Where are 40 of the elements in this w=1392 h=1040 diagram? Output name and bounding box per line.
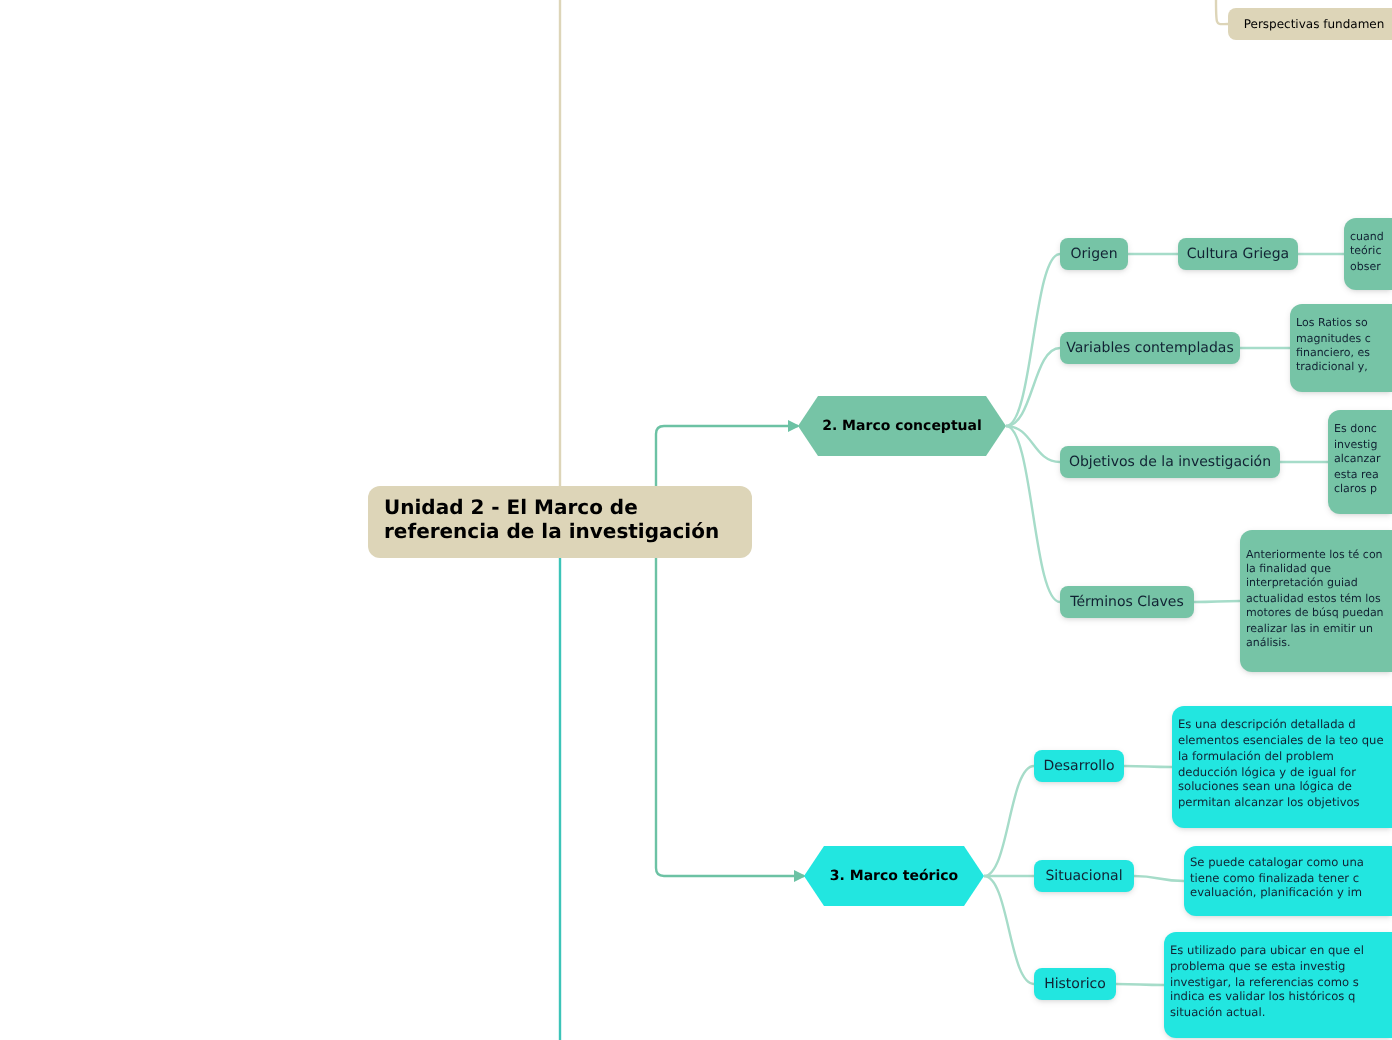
topic-box [1228,8,1392,40]
connector-line [1005,252,1061,428]
connector-line [1240,346,1290,350]
node-text: Unidad 2 - El Marco de referencia de la investigación [384,497,722,547]
connector-line [654,420,800,486]
subtopic-box [1034,750,1124,782]
text-card [1240,530,1392,672]
connector-line [1005,346,1061,428]
connector-line [983,764,1035,878]
subtopic-box [1060,586,1194,618]
text-card [1344,218,1392,290]
text-card [1184,846,1392,916]
connector-line [1214,0,1229,26]
connector-line [1194,599,1240,604]
text-card [1164,932,1392,1038]
connector-line [1128,252,1178,256]
text-card [1172,706,1392,828]
connector-line [1005,424,1061,604]
text-card [1290,304,1392,392]
hexagon-node [798,396,1006,456]
connector-line [1116,982,1164,987]
connector-line [558,0,562,486]
text-card [1328,410,1392,514]
connector-line [1280,460,1328,464]
connector-line [558,558,562,1040]
subtopic-box [1034,860,1134,892]
connector-line [984,874,1034,878]
connector-line [1298,252,1344,256]
subtopic-box [1060,446,1280,478]
subtopic-box [1060,238,1128,270]
topic-box [368,486,752,558]
connector-line [1124,764,1172,769]
connector-line [1005,424,1061,464]
subtopic-box [1178,238,1298,270]
subtopic-box [1060,332,1240,364]
connector-line [1133,874,1185,883]
subtopic-box [1034,968,1116,1000]
hexagon-node [804,846,984,906]
connector-line [983,874,1035,986]
connector-line [654,558,806,882]
